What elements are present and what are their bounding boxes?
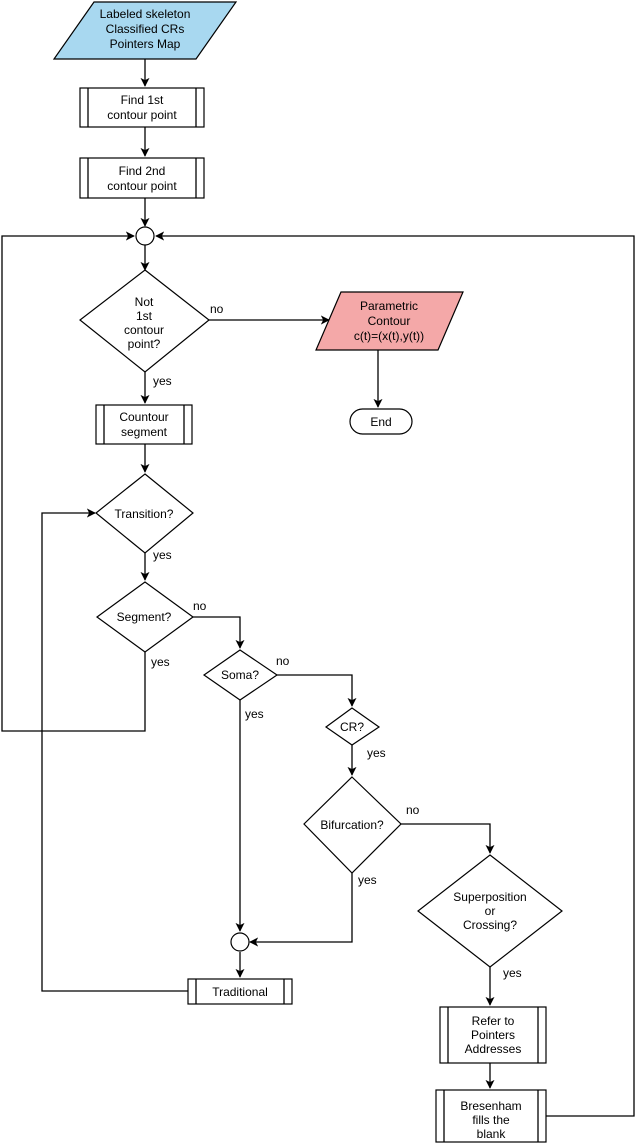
edge-segment-soma <box>193 616 245 649</box>
refer-node: Refer to Pointers Addresses <box>439 1006 547 1064</box>
not-first-line-1: Not <box>135 295 154 309</box>
label-bifurcation-yes: yes <box>358 873 377 887</box>
superposition-line-1: Superposition <box>453 890 526 904</box>
parametric-shape <box>315 291 464 351</box>
parametric-line-2: Contour <box>368 314 411 328</box>
input-line-2: Classified CRs <box>106 22 185 36</box>
refer-line-2: Pointers <box>471 1028 515 1042</box>
refer-line-1: Refer to <box>472 1014 515 1028</box>
bresenham-line-2: fills the <box>472 1113 510 1127</box>
parametric-line-3: c(t)=(x(t),y(t)) <box>354 329 424 343</box>
bifurcation-label: Bifurcation? <box>320 818 384 832</box>
edge-bresenham-loop <box>155 231 635 1117</box>
soma-decision: Soma? <box>202 649 279 701</box>
label-transition-yes: yes <box>153 548 172 562</box>
cr-label: CR? <box>340 720 364 734</box>
label-notfirst-yes: yes <box>153 374 172 388</box>
cr-diamond <box>324 707 381 746</box>
end-terminal <box>349 408 413 435</box>
not-first-line-2: 1st <box>136 309 153 323</box>
junction-top <box>135 226 155 246</box>
refer-line-3: Addresses <box>465 1042 522 1056</box>
label-notfirst-no: no <box>210 302 224 316</box>
not-first-diamond <box>79 269 210 373</box>
input-line-3: Pointers Map <box>110 37 181 51</box>
traditional-box <box>187 978 293 1005</box>
bresenham-box <box>435 1089 547 1143</box>
junction-bottom <box>230 932 250 952</box>
contour-segment-box <box>95 404 193 445</box>
connectors <box>1 59 635 1117</box>
contour-segment-line-2: segment <box>121 425 168 439</box>
edge-traditional-transition <box>41 508 188 992</box>
find-first-line-2: contour point <box>107 108 177 122</box>
find-second-box <box>79 157 205 199</box>
soma-diamond <box>202 649 279 701</box>
refer-box <box>439 1006 547 1064</box>
label-segment-no: no <box>193 599 207 613</box>
transition-decision: Transition? <box>95 473 194 554</box>
label-bifurcation-no: no <box>406 803 420 817</box>
end-label: End <box>370 415 391 429</box>
contour-segment-line-1: Countour <box>119 410 168 424</box>
edge-segment-yes-loop <box>1 231 146 732</box>
not-first-line-4: point? <box>128 337 161 351</box>
soma-label: Soma? <box>221 668 259 682</box>
superposition-line-2: or <box>485 904 496 918</box>
input-shape <box>52 1 238 60</box>
transition-diamond <box>95 473 194 554</box>
label-soma-yes: yes <box>245 707 264 721</box>
not-first-decision: Not 1st contour point? <box>79 269 210 373</box>
bifurcation-decision: Bifurcation? <box>303 776 402 874</box>
contour-segment-node: Countour segment <box>95 404 193 445</box>
label-cr-yes: yes <box>367 746 386 760</box>
parametric-node: Parametric Contour c(t)=(x(t),y(t)) <box>315 291 464 351</box>
cr-decision: CR? <box>324 707 381 746</box>
input-node: Labeled skeleton Classified CRs Pointers… <box>52 1 238 60</box>
find-first-box <box>79 87 205 128</box>
traditional-label: Traditional <box>212 985 268 999</box>
segment-diamond <box>95 581 195 653</box>
find-second-node: Find 2nd contour point <box>79 157 205 199</box>
edge-bifurcation-yes-junction <box>249 873 353 947</box>
input-line-1: Labeled skeleton <box>100 7 191 21</box>
label-segment-yes: yes <box>151 655 170 669</box>
bresenham-node: Bresenham fills the blank <box>435 1089 547 1143</box>
transition-label: Transition? <box>115 507 174 521</box>
label-soma-no: no <box>276 654 290 668</box>
bresenham-line-3: blank <box>477 1127 507 1141</box>
find-first-node: Find 1st contour point <box>79 87 205 128</box>
segment-label: Segment? <box>117 610 172 624</box>
end-node: End <box>349 408 413 435</box>
bresenham-line-1: Bresenham <box>460 1099 521 1113</box>
segment-decision: Segment? <box>95 581 195 653</box>
find-second-line-1: Find 2nd <box>119 164 166 178</box>
parametric-line-1: Parametric <box>360 299 418 313</box>
edge-soma-cr <box>277 674 357 707</box>
superposition-decision: Superposition or Crossing? <box>417 854 563 968</box>
not-first-line-3: contour <box>124 323 164 337</box>
bifurcation-diamond <box>303 776 402 874</box>
edge-labels: no yes yes no yes no yes yes no yes yes <box>151 302 522 980</box>
find-first-line-1: Find 1st <box>121 93 164 107</box>
edge-bifurcation-superposition <box>401 823 495 854</box>
superposition-line-3: Crossing? <box>463 918 517 932</box>
superposition-diamond <box>417 854 563 968</box>
label-superposition-yes: yes <box>503 966 522 980</box>
traditional-node: Traditional <box>187 978 293 1005</box>
find-second-line-2: contour point <box>107 179 177 193</box>
